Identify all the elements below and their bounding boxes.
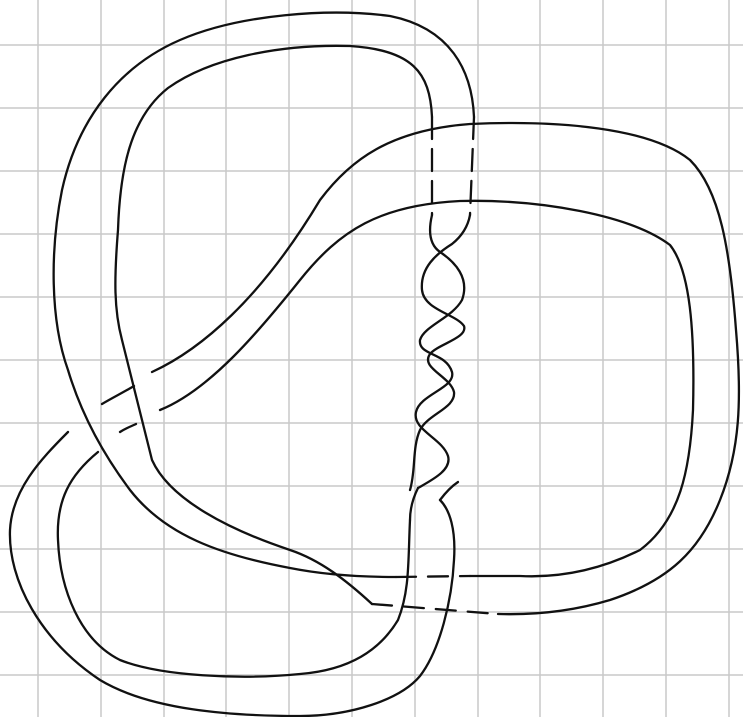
twist-tail-left	[410, 488, 418, 520]
right-loop-inner-edge	[160, 201, 693, 576]
knot-ribbon	[10, 13, 739, 716]
bottom-crossing-dashed-upper	[396, 576, 470, 577]
crossing-left-upper	[102, 386, 134, 404]
twist-strand-left	[416, 215, 465, 488]
twist-strand-right	[410, 215, 470, 490]
crossing-left-lower	[120, 424, 136, 432]
twist-tail-right	[440, 482, 458, 500]
